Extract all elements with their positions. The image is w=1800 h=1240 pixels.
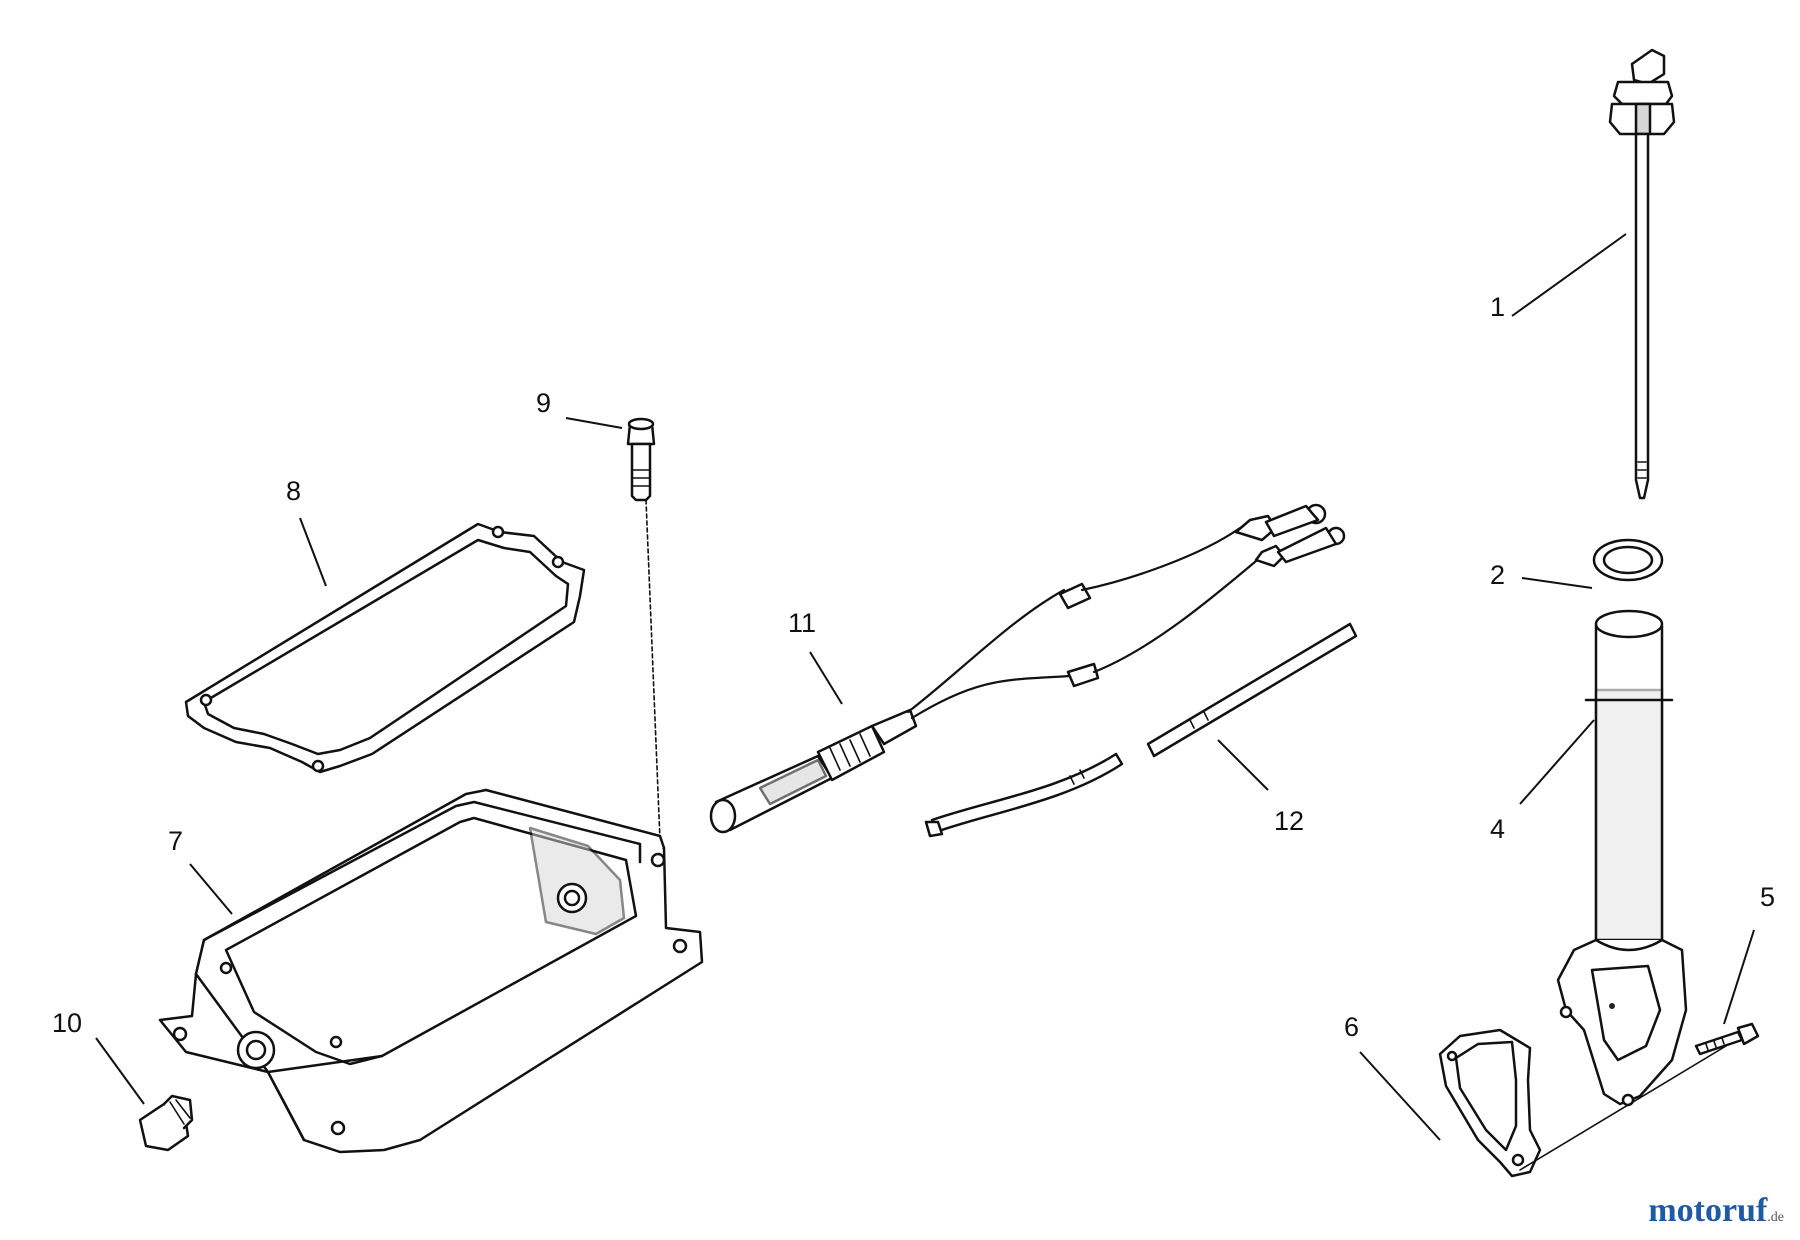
dipstick-part [1608, 48, 1676, 500]
callout-11: 11 [788, 608, 816, 638]
leader-line-1 [1511, 233, 1627, 317]
callout-12: 12 [1274, 806, 1304, 836]
wire-sleeve-part [924, 622, 1358, 838]
bolt-part [626, 417, 656, 502]
leader-line-4 [1519, 719, 1595, 805]
filler-tube-part [1556, 609, 1688, 1107]
leader-line-7 [189, 863, 233, 915]
callout-7: 7 [168, 826, 183, 856]
leader-line-9 [565, 417, 623, 429]
callout-6: 6 [1344, 1012, 1359, 1042]
leader-line-12 [1217, 739, 1269, 791]
watermark-tld: .de [1767, 1210, 1784, 1225]
callout-9: 9 [536, 388, 551, 418]
callout-1: 1 [1490, 292, 1505, 322]
leader-line-5 [1723, 929, 1755, 1025]
callout-4: 4 [1490, 814, 1505, 844]
leader-line-2 [1521, 577, 1593, 589]
callout-8: 8 [286, 476, 301, 506]
screw-part [1694, 1022, 1760, 1056]
drain-plug-part [138, 1094, 194, 1152]
oil-sensor-part [709, 503, 1346, 834]
oil-pan-gasket-part [184, 522, 586, 774]
leader-line-6 [1359, 1051, 1441, 1141]
callout-10: 10 [52, 1008, 82, 1038]
callout-2: 2 [1490, 560, 1505, 590]
callout-5: 5 [1760, 882, 1775, 912]
assembly-line-screw [1519, 1045, 1727, 1171]
assembly-line-bolt [645, 499, 661, 841]
o-ring-part [1592, 538, 1664, 582]
leader-line-8 [299, 517, 327, 587]
leader-line-11 [809, 651, 843, 705]
watermark-brand: motoruf [1648, 1192, 1768, 1229]
oil-pan-part [158, 788, 704, 1154]
tube-gasket-part [1438, 1028, 1542, 1178]
leader-line-10 [95, 1037, 145, 1105]
watermark-logo: motoruf.de [1648, 1192, 1784, 1230]
